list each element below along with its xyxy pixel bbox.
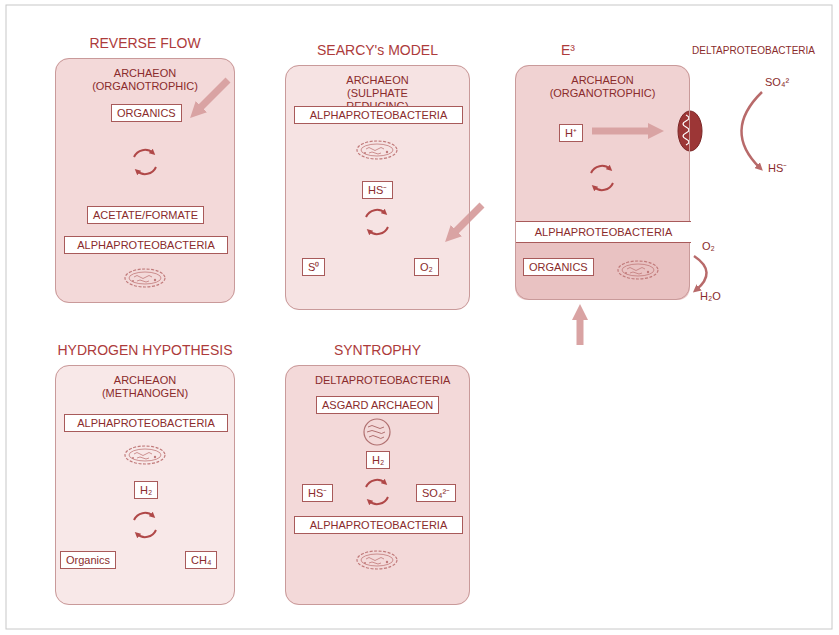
box-text: S⁰ [308, 261, 319, 273]
chem-label: HS⁻ [768, 162, 787, 175]
box-text: O₂ [420, 261, 433, 273]
label-box: H₂ [134, 481, 158, 499]
chem-label: H₂O [700, 290, 721, 303]
box-text: H₂ [372, 454, 384, 466]
box-text: CH₄ [191, 554, 211, 566]
box-text: Organics [66, 554, 110, 566]
panel-subtitle: ARCHAEON (ORGANOTROPHIC) [540, 74, 665, 100]
label-box: Organics [60, 551, 116, 569]
cell-panel: HYDROGEN HYPOTHESISARCHEAON (METHANOGEN)… [55, 365, 235, 605]
label-box: S⁰ [302, 258, 325, 276]
box-text: HS⁻ [368, 184, 387, 196]
label-box: ALPHAPROTEOBACTERIA [294, 106, 463, 124]
panel-subtitle: ARCHAEON (ORGANOTROPHIC) [83, 67, 208, 93]
label-box: SO₄²⁻ [416, 484, 456, 502]
cell-panel: REVERSE FLOWARCHAEON (ORGANOTROPHIC)ORGA… [55, 58, 235, 303]
box-text: ASGARD ARCHAEON [322, 399, 433, 411]
organism-band: ALPHAPROTEOBACTERIA [516, 221, 691, 243]
label-box: HS⁻ [362, 181, 393, 199]
label-box: O₂ [414, 258, 439, 276]
cell-panel: SEARCY's MODELARCHAEON (SULPHATE REDUCIN… [285, 65, 470, 310]
box-text: SO₄²⁻ [422, 487, 450, 499]
chem-label: SO₄² [765, 76, 789, 89]
panel-heading: REVERSE FLOW [56, 35, 234, 51]
panel-subtitle: DELTAPROTEOBACTERIA [315, 374, 440, 387]
label-box: ACETATE/FORMATE [87, 206, 204, 224]
box-text: H⁺ [565, 127, 577, 139]
box-text: H₂ [140, 484, 152, 496]
box-text: ORGANICS [117, 107, 176, 119]
panel-heading: SYNTROPHY [286, 342, 469, 358]
label-box: HS⁻ [302, 484, 333, 502]
label-box: H₂ [366, 451, 390, 469]
box-text: ALPHAPROTEOBACTERIA [310, 519, 448, 531]
panel-heading: HYDROGEN HYPOTHESIS [56, 342, 234, 358]
label-box: ORGANICS [111, 104, 182, 122]
panel-subtitle: ARCHEAON (METHANOGEN) [83, 374, 208, 400]
box-text: ACETATE/FORMATE [93, 209, 198, 221]
panel-heading: E³ [561, 42, 575, 58]
label-box: CH₄ [185, 551, 217, 569]
box-text: ALPHAPROTEOBACTERIA [310, 109, 448, 121]
cell-panel: E³ARCHAEON (ORGANOTROPHIC)H⁺ALPHAPROTEOB… [515, 65, 690, 300]
box-text: ORGANICS [529, 261, 588, 273]
box-text: ALPHAPROTEOBACTERIA [77, 417, 215, 429]
label-box: ALPHAPROTEOBACTERIA [64, 236, 228, 254]
label-box: ALPHAPROTEOBACTERIA [294, 516, 463, 534]
box-text: ALPHAPROTEOBACTERIA [77, 239, 215, 251]
label-box: ORGANICS [523, 258, 594, 276]
chem-label: O₂ [702, 240, 715, 253]
label-box: ALPHAPROTEOBACTERIA [64, 414, 228, 432]
label-box: H⁺ [559, 124, 583, 142]
box-text: HS⁻ [308, 487, 327, 499]
label-box: ASGARD ARCHAEON [316, 396, 439, 414]
chem-label: DELTAPROTEOBACTERIA [692, 44, 815, 57]
cell-panel: SYNTROPHYDELTAPROTEOBACTERIAASGARD ARCHA… [285, 365, 470, 605]
box-text: ALPHAPROTEOBACTERIA [535, 226, 673, 238]
panel-heading: SEARCY's MODEL [286, 42, 469, 58]
